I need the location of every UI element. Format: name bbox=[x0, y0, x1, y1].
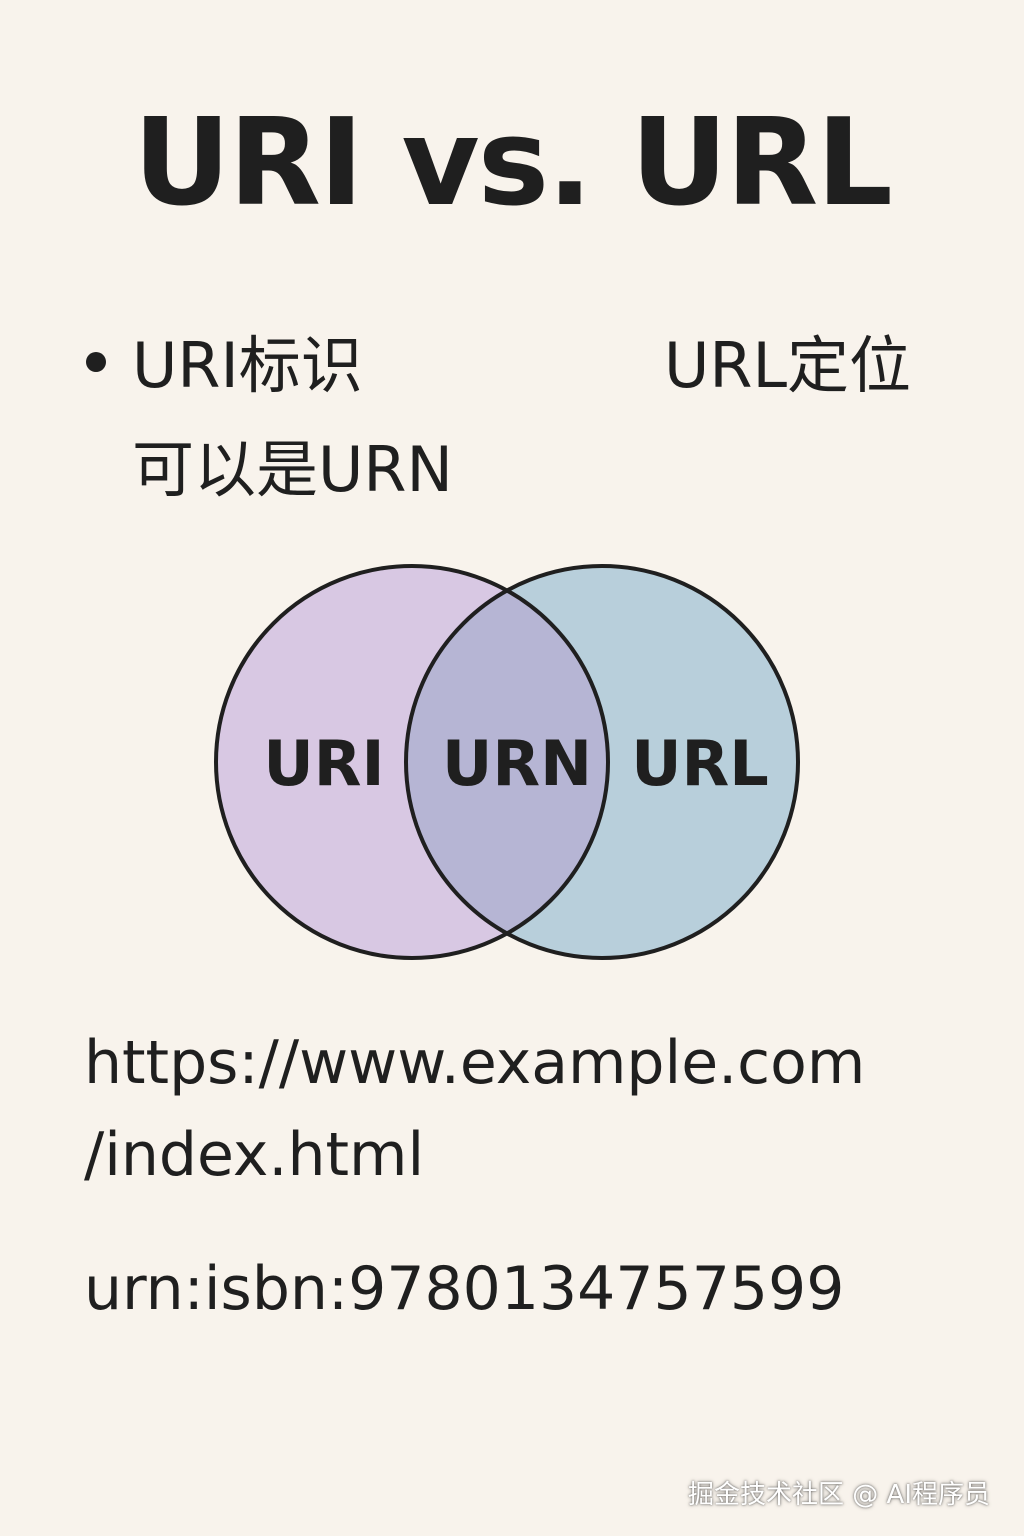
url-description: URL定位 bbox=[664, 329, 912, 402]
bullet-icon bbox=[86, 352, 106, 372]
venn-overlap bbox=[406, 566, 608, 958]
venn-label-uri: URI bbox=[263, 727, 384, 800]
venn-diagram: URI URN URL bbox=[214, 564, 800, 960]
venn-label-url: URL bbox=[631, 727, 769, 800]
url-example-line1: https://www.example.com bbox=[84, 1028, 866, 1098]
urn-example: urn:isbn:9780134757599 bbox=[84, 1254, 845, 1324]
venn-left-outline bbox=[214, 564, 610, 960]
page-title: URI vs. URL bbox=[133, 94, 893, 233]
uri-description-line1: URI标识 bbox=[132, 329, 363, 402]
uri-description-line2: 可以是URN bbox=[132, 433, 453, 506]
venn-right-outline bbox=[404, 564, 800, 960]
watermark: 掘金技术社区 @ AI程序员 bbox=[688, 1480, 990, 1510]
url-example-line2: /index.html bbox=[84, 1120, 425, 1190]
venn-label-urn: URN bbox=[442, 727, 592, 800]
